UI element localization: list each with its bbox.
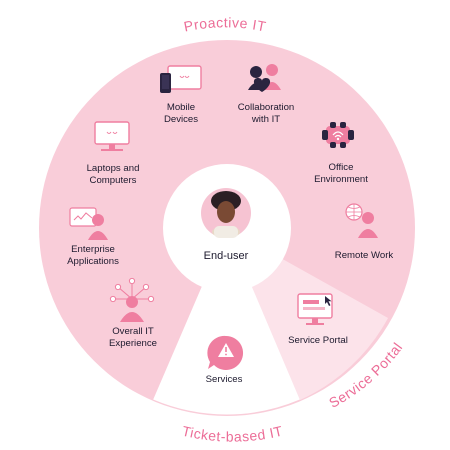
segment-label-mobile: Mobile Devices: [163, 102, 199, 125]
network-user-icon: [109, 277, 155, 322]
remote-work-icon: [345, 203, 378, 238]
ring-label-top: Proactive IT: [182, 14, 267, 34]
segment-label-laptops: Laptops and Computers: [86, 163, 140, 186]
ring-ticket-based: [153, 228, 300, 415]
mobile-devices-icon: [160, 65, 202, 93]
segment-label-enterprise: Enterprise Applications: [67, 244, 119, 267]
enterprise-apps-icon: [69, 207, 108, 240]
laptop-icon: [94, 121, 130, 151]
segment-label-remote: Remote Work: [334, 250, 394, 261]
segment-label-collab: Collaboration with IT: [237, 102, 295, 125]
ring-label-top-text: Proactive IT: [182, 14, 267, 34]
warning-chat-icon: [207, 335, 244, 370]
service-portal-icon: [297, 293, 333, 325]
ring-ticket-edge: [152, 399, 301, 416]
collaboration-icon: [248, 64, 281, 92]
segment-label-services: Services: [205, 374, 243, 385]
center-label: End-user: [203, 250, 249, 262]
segment-label-overall: Overall IT Experience: [109, 326, 157, 349]
office-environment-icon: [322, 122, 354, 148]
segment-label-portal: Service Portal: [288, 335, 348, 346]
segment-label-office: Office Environment: [314, 162, 368, 185]
ring-label-bottom-text: Ticket-based IT: [181, 423, 284, 445]
avatar: [201, 188, 251, 238]
ring-label-bottom: Ticket-based IT: [181, 423, 285, 445]
